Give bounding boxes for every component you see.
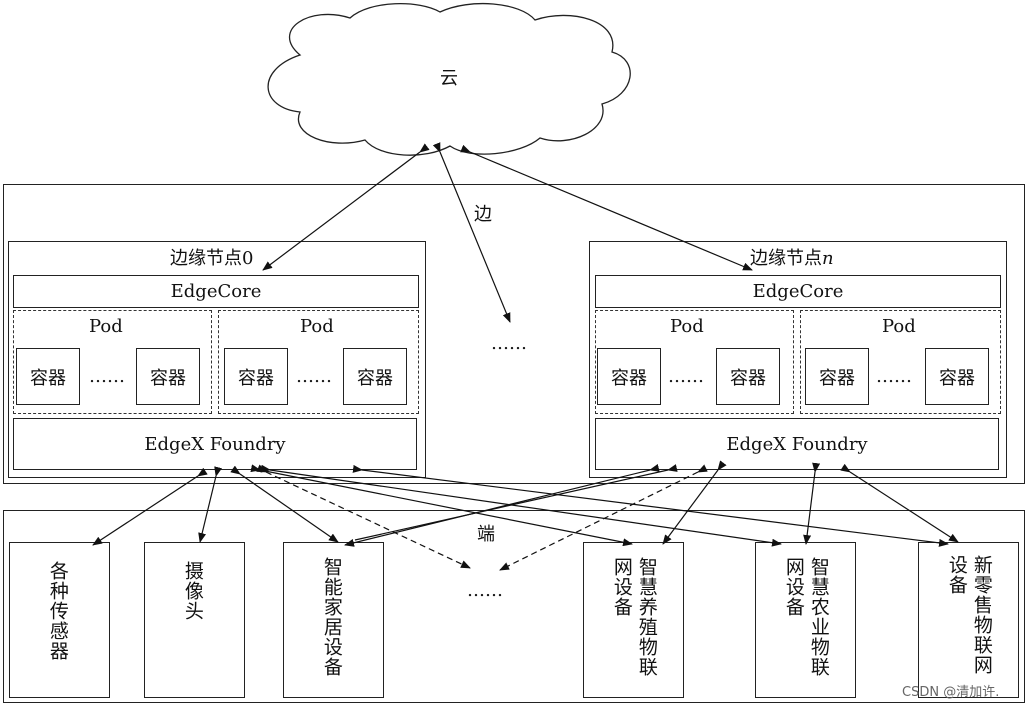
device-sensors: 各种传感器 <box>9 542 110 698</box>
edge-ellipsis: …… <box>491 333 527 354</box>
arrow-n0-smarthome <box>230 465 339 543</box>
container-0-0-a: 容器 <box>16 348 80 405</box>
device-camera-label: 摄像头 <box>181 561 204 621</box>
edgecore-0-label: EdgeCore <box>170 281 262 302</box>
edge-node-n-index: n <box>822 248 834 269</box>
arrow-n0-camera <box>198 466 223 543</box>
container-label: 容器 <box>939 367 975 389</box>
device-sensors-label: 各种传感器 <box>46 561 69 661</box>
edge-node-0-title: 边缘节点0 <box>170 248 254 269</box>
arrow-nn-smarthome <box>344 463 660 547</box>
pod-n-1-label: Pod <box>882 316 916 337</box>
arrow-n0-sensors <box>92 467 208 546</box>
end-ellipsis: …… <box>467 580 503 601</box>
watermark: CSDN @清加许. <box>902 685 1000 700</box>
container-label: 容器 <box>30 367 66 389</box>
container-label: 容器 <box>730 367 766 389</box>
device-agriculture-label-b: 网设备 <box>782 557 805 617</box>
container-n-1-b: 容器 <box>925 348 989 405</box>
container-dots: …… <box>668 366 704 387</box>
container-label: 容器 <box>611 367 647 389</box>
pod-0-0 <box>13 310 212 414</box>
edgex-foundry-n-label: EdgeX Foundry <box>726 433 868 455</box>
device-retail-label-a: 新零售物联网 <box>970 555 993 675</box>
cloud-label: 云 <box>440 68 458 89</box>
pod-n-1 <box>800 310 1001 414</box>
arrow-nn-ellipsis <box>499 464 708 571</box>
device-agriculture: 智慧农业物联 网设备 <box>755 542 856 698</box>
edge-node-n-title: 边缘节点n <box>750 244 834 270</box>
arrow-nn-smarthome-b <box>354 464 678 541</box>
container-0-0-b: 容器 <box>136 348 200 405</box>
arrow-nn-n0a <box>250 470 600 545</box>
edgecore-n-label: EdgeCore <box>752 281 844 302</box>
pod-0-0-label: Pod <box>89 316 123 337</box>
edge-node-n-title-text: 边缘节点 <box>750 248 822 269</box>
container-dots: …… <box>876 366 912 387</box>
container-n-0-a: 容器 <box>597 348 661 405</box>
container-label: 容器 <box>238 367 274 389</box>
pod-0-1-label: Pod <box>300 316 334 337</box>
container-0-1-a: 容器 <box>224 348 288 405</box>
arrow-nn-aquaculture <box>662 460 727 545</box>
device-retail: 新零售物联网 设备 <box>918 542 1019 698</box>
container-label: 容器 <box>357 367 393 389</box>
device-retail-label-b: 设备 <box>945 555 968 595</box>
device-agriculture-label-a: 智慧农业物联 <box>807 557 830 677</box>
device-smarthome-label: 智能家居设备 <box>320 557 343 677</box>
edgex-foundry-0-label: EdgeX Foundry <box>144 433 286 455</box>
container-dots: …… <box>89 366 125 387</box>
edgecore-0: EdgeCore <box>13 275 419 308</box>
arrow-nn-sensors <box>90 472 590 545</box>
arrow-cloud-ellipsis <box>432 142 511 323</box>
pod-n-0 <box>595 310 794 414</box>
arrow-n0-ellipsis <box>256 464 471 569</box>
container-0-1-b: 容器 <box>343 348 407 405</box>
container-label: 容器 <box>150 367 186 389</box>
arrow-cloud-noden <box>460 144 753 271</box>
device-aquaculture-label-b: 网设备 <box>610 557 633 617</box>
arrow-cloud-node0 <box>262 143 430 271</box>
pod-n-0-label: Pod <box>670 316 704 337</box>
pod-0-1 <box>218 310 419 414</box>
container-label: 容器 <box>819 367 855 389</box>
device-aquaculture-label-a: 智慧养殖物联 <box>635 557 658 677</box>
arrow-nn-retail <box>840 463 959 543</box>
edgecore-n: EdgeCore <box>595 275 1001 308</box>
container-dots: …… <box>296 366 332 387</box>
container-n-0-b: 容器 <box>716 348 780 405</box>
container-n-1-a: 容器 <box>805 348 869 405</box>
arrow-n0-retail <box>352 464 949 547</box>
arrow-n0-agriculture <box>260 464 782 547</box>
arrow-nn-agriculture <box>803 462 821 545</box>
